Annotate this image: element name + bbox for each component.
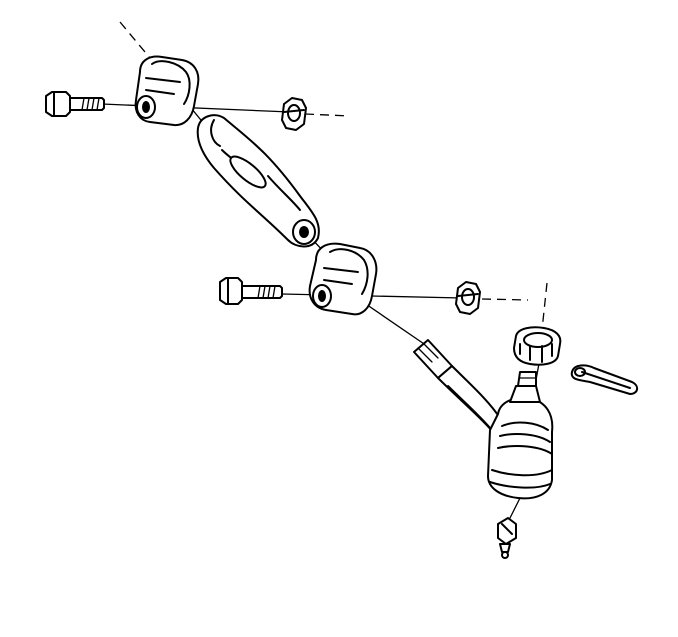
upper-nut-dash <box>304 113 351 117</box>
upper-clamp <box>134 55 200 127</box>
upper-bolt-head <box>45 91 71 117</box>
upper-bolt <box>45 91 105 117</box>
stud-axis-dash <box>541 282 548 331</box>
lower-bolt-thread <box>257 285 276 299</box>
lower-nut-dash <box>481 298 529 301</box>
lower-bolt <box>219 277 283 305</box>
cotter-pin <box>570 364 638 395</box>
grease-fitting-nipple <box>499 543 511 553</box>
upper-nut-body <box>281 97 307 131</box>
lower-axis-line <box>359 299 431 349</box>
tie-rod-boot <box>509 385 541 403</box>
lower-bolt-head <box>219 277 243 305</box>
upper-nut <box>281 97 307 131</box>
lower-bolt-shank <box>241 285 283 299</box>
upper-bolt-shank <box>69 97 105 111</box>
lower-clamp <box>308 242 378 316</box>
upper-bolt-thread <box>81 97 100 111</box>
upper-axis-dash <box>119 21 151 59</box>
tie-rod-end <box>413 339 554 500</box>
grease-fitting <box>497 497 521 559</box>
grease-fitting-hex <box>497 517 517 545</box>
lower-nut-body <box>455 281 481 315</box>
adjuster-sleeve-slot <box>229 155 267 189</box>
castle-nut-slots <box>519 343 553 363</box>
lower-nut <box>455 281 481 315</box>
upper-bolt-line <box>101 103 291 113</box>
adjuster-sleeve <box>196 114 320 248</box>
castle-nut <box>513 326 562 366</box>
tie-rod-stud <box>517 371 537 387</box>
